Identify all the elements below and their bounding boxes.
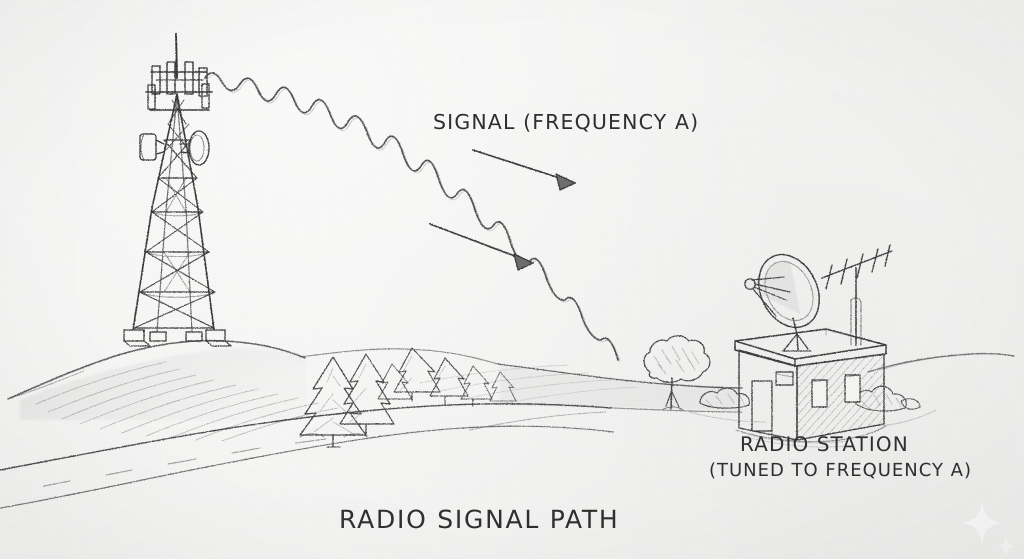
conifer-tree: [460, 365, 493, 407]
radio-station-label: RADIO STATION: [740, 432, 909, 456]
conifer-tree: [377, 363, 413, 400]
bush-cluster-left: [699, 387, 750, 409]
sparkle-watermark: [962, 500, 1015, 557]
tower-dish-antenna: [179, 130, 210, 166]
deciduous-tree: [643, 335, 711, 411]
radio-station-sublabel: (TUNED TO FREQUENCY A): [709, 460, 972, 481]
building-side-window-1: [811, 379, 828, 408]
conifer-tree: [339, 353, 395, 437]
signal-direction-arrow-lower: [429, 223, 534, 271]
satellite-dish: [744, 254, 820, 352]
building-side-wall: [796, 353, 885, 441]
radio-wave-ghost: [206, 74, 621, 363]
building-front-window: [775, 371, 794, 386]
diagram-title: RADIO SIGNAL PATH: [339, 505, 620, 534]
station-building: [734, 328, 887, 448]
conifer-tree: [489, 371, 517, 402]
conifer-tree: [299, 356, 367, 448]
signal-label: SIGNAL (FREQUENCY A): [433, 110, 700, 134]
conifer-tree: [429, 357, 469, 405]
radio-transmitter-tower: [123, 33, 232, 347]
tower-drum-antenna: [139, 133, 165, 161]
conifer-tree-cluster: [299, 347, 517, 448]
signal-direction-arrow-upper: [472, 149, 576, 191]
yagi-antenna: [821, 244, 893, 346]
tower-footings: [123, 329, 232, 347]
building-side-window-2: [844, 374, 861, 403]
winding-road: [0, 403, 743, 509]
conifer-tree: [393, 347, 441, 402]
